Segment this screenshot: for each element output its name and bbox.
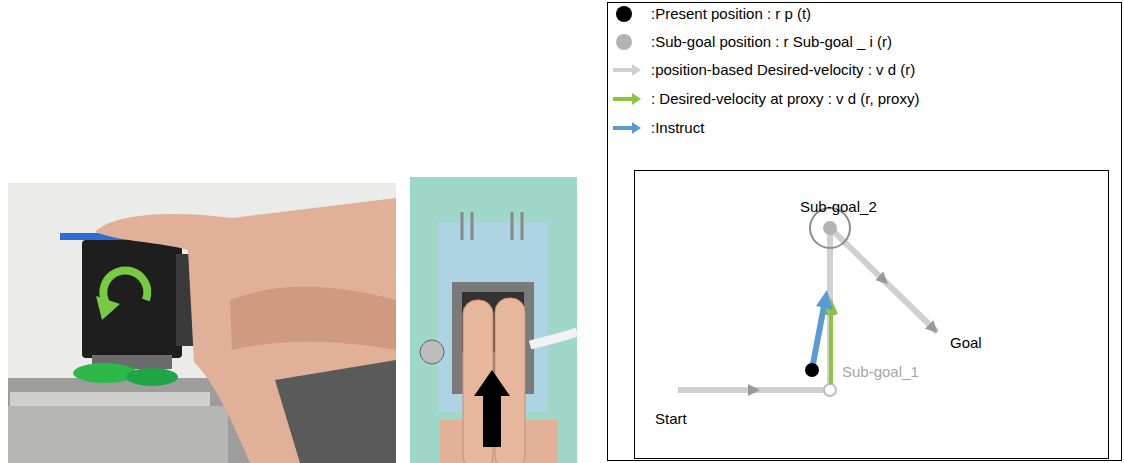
swatch-arrow xyxy=(613,68,633,72)
legend-text: :position-based Desired-velocity : v d (… xyxy=(651,61,915,79)
push-arrow xyxy=(474,370,510,447)
legend-row: :position-based Desired-velocity : v d (… xyxy=(611,60,915,80)
legend-swatch xyxy=(611,60,643,80)
goal-label-node: Sub-goal_1 xyxy=(842,363,919,381)
proxy-velocity-arrow xyxy=(829,312,833,384)
metal-frame xyxy=(8,406,228,463)
hand xyxy=(95,198,396,463)
legend-swatch xyxy=(611,89,643,109)
legend-swatch xyxy=(611,4,643,24)
finger xyxy=(230,287,396,350)
legend-text: :Present position : r p (t) xyxy=(651,5,811,23)
swatch-dot xyxy=(616,34,632,50)
swatch-arrowhead xyxy=(632,93,641,105)
swatch-arrowhead xyxy=(632,122,641,134)
legend-row: :Sub-goal position : r Sub-goal _ i (r) xyxy=(611,32,892,52)
goal-label-node: Start xyxy=(655,410,687,428)
velocity-path xyxy=(830,228,937,332)
instruct-arrowhead xyxy=(816,290,833,310)
legend-text: :Instruct xyxy=(651,119,704,137)
pin xyxy=(461,212,464,240)
rotation-arrowhead xyxy=(96,296,120,320)
sub-goal-dot xyxy=(823,221,837,235)
photo-servo xyxy=(8,183,396,463)
servo-block xyxy=(82,240,182,358)
instruct-arrow xyxy=(813,306,824,364)
photo-finger xyxy=(410,177,577,463)
diagram-frame xyxy=(635,171,1109,459)
legend-text: : Desired-velocity at proxy : v d (r, pr… xyxy=(651,90,919,108)
legend-swatch xyxy=(611,118,643,138)
velocity-path xyxy=(678,387,830,393)
panel-frame xyxy=(608,3,1122,461)
shadow xyxy=(275,360,396,463)
point-label: Sub-goal_2 xyxy=(800,198,877,216)
cable xyxy=(530,332,577,345)
point-label: Sub-goal_1 xyxy=(842,363,919,381)
legend-swatch xyxy=(611,32,643,52)
pin xyxy=(521,212,524,240)
swatch-arrow xyxy=(613,97,633,101)
legend-row: : Desired-velocity at proxy : v d (r, pr… xyxy=(611,89,919,109)
green-gear xyxy=(73,363,137,383)
legend-row: :Instruct xyxy=(611,118,704,138)
metal-plate xyxy=(10,392,210,406)
swatch-arrow xyxy=(613,126,633,130)
legend-row: :Present position : r p (t) xyxy=(611,4,811,24)
swatch-arrowhead xyxy=(632,64,641,76)
point-label: Start xyxy=(655,410,687,428)
legend-text: :Sub-goal position : r Sub-goal _ i (r) xyxy=(651,33,892,51)
pin xyxy=(471,212,474,240)
present-position-dot xyxy=(805,363,819,377)
photo-ground xyxy=(8,183,396,463)
goal-label-node: Goal xyxy=(950,334,982,352)
goal-label-node: Sub-goal_2 xyxy=(800,198,877,216)
point-label: Goal xyxy=(950,334,982,352)
sub-goal-dot xyxy=(824,384,836,396)
green-gear xyxy=(126,368,178,386)
pin xyxy=(511,212,514,240)
swatch-dot xyxy=(616,6,632,22)
gear xyxy=(420,340,444,364)
